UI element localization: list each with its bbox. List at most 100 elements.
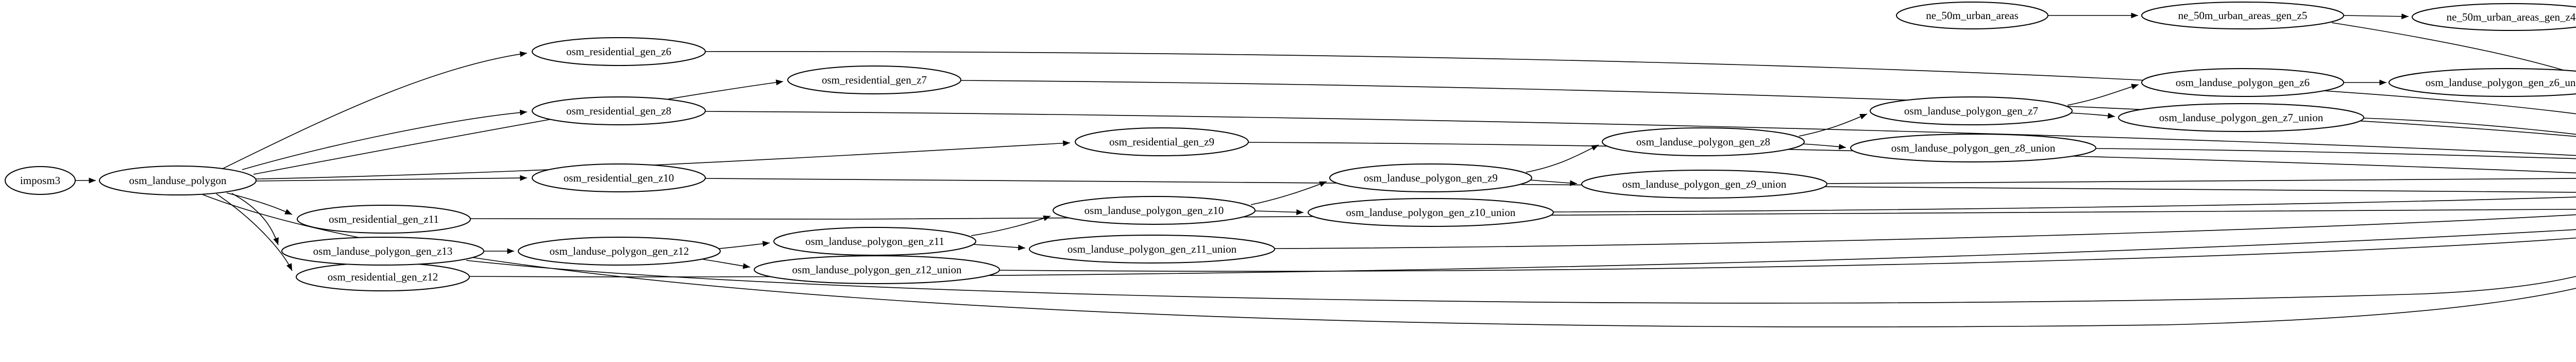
node-label: osm_landuse_polygon_gen_z9_union bbox=[1622, 178, 1787, 190]
node-ellipse bbox=[297, 205, 471, 234]
node-ellipse bbox=[2118, 103, 2364, 132]
node-ellipse bbox=[5, 166, 76, 195]
edge-olp-to-res-z8 bbox=[242, 109, 528, 170]
edge-gen-z11-to-gen-z10 bbox=[971, 216, 1051, 236]
node-label: ne_50m_urban_areas_gen_z5 bbox=[2178, 9, 2308, 22]
node-label: osm_residential_gen_z10 bbox=[564, 172, 674, 184]
node-ellipse bbox=[787, 65, 961, 94]
edge-olp-to-res-z12 bbox=[216, 193, 293, 271]
node-ellipse bbox=[2141, 2, 2344, 29]
edge-gen-z9-to-union-z9 bbox=[1529, 179, 1578, 186]
edge-res-z9-to-layer-z9 bbox=[1248, 142, 2576, 174]
edge-olp-to-res-z10 bbox=[256, 175, 528, 182]
edge-olp-to-res-z7 bbox=[253, 79, 784, 175]
node-label: ne_50m_urban_areas_gen_z4 bbox=[2447, 11, 2576, 23]
node-label: osm_residential_gen_z7 bbox=[822, 74, 927, 86]
node-osm-landuse-polygon-gen-z12: osm_landuse_polygon_gen_z12 bbox=[518, 237, 721, 266]
node-osm-landuse-polygon-gen-z6: osm_landuse_polygon_gen_z6 bbox=[2141, 68, 2344, 97]
node-label: osm_landuse_polygon_gen_z7 bbox=[1904, 105, 2038, 117]
edge-gen-z8-to-union-z8 bbox=[1802, 143, 1846, 150]
node-ellipse bbox=[1075, 127, 1249, 156]
node-label: osm_residential_gen_z8 bbox=[566, 105, 671, 117]
node-ellipse bbox=[1029, 235, 1275, 264]
node-imposm3: imposm3 bbox=[5, 166, 76, 195]
edge-ne50m-gen-z5-to-layer-z5 bbox=[2331, 22, 2576, 75]
node-osm-landuse-polygon-gen-z6-union: osm_landuse_polygon_gen_z6_union bbox=[2388, 68, 2576, 97]
edge-gen-z7-to-gen-z6 bbox=[2067, 84, 2139, 106]
edge-res-z6-to-layer-z6 bbox=[705, 51, 2576, 114]
edge-res-z8-to-layer-z8 bbox=[705, 111, 2576, 156]
edge-union-z9-to-layer-z9 bbox=[1826, 178, 2576, 184]
node-osm-landuse-polygon-gen-z7-union: osm_landuse_polygon_gen_z7_union bbox=[2118, 103, 2364, 132]
node-label: osm_landuse_polygon_gen_z8 bbox=[1636, 136, 1770, 148]
edge-union-z8-to-layer-z8 bbox=[2095, 148, 2576, 159]
node-ellipse bbox=[1870, 96, 2073, 125]
node-ne-50m-urban-areas: ne_50m_urban_areas bbox=[1896, 2, 2048, 29]
node-label: osm_landuse_polygon_gen_z12_union bbox=[792, 264, 962, 276]
node-ellipse bbox=[2141, 68, 2344, 97]
node-label: osm_landuse_polygon bbox=[129, 174, 227, 187]
node-ellipse bbox=[1329, 163, 1532, 192]
node-label: osm_landuse_polygon_gen_z11_union bbox=[1067, 243, 1237, 255]
node-label: osm_residential_gen_z9 bbox=[1109, 136, 1214, 148]
edge-ne50m-gen-z5-to-gen-z4 bbox=[2343, 13, 2409, 20]
node-ellipse bbox=[518, 237, 721, 266]
edge-gen-z8-to-gen-z7 bbox=[1799, 113, 1868, 137]
edge-union-z11-to-layer-z11 bbox=[1274, 214, 2576, 249]
edges bbox=[75, 12, 2576, 327]
edge-gen-z7-to-union-z7 bbox=[2070, 112, 2115, 119]
node-ellipse bbox=[532, 96, 706, 125]
edge-olp-to-res-z9 bbox=[256, 140, 1071, 179]
node-osm-landuse-polygon: osm_landuse_polygon bbox=[99, 166, 257, 195]
edge-olp-to-res-z11 bbox=[226, 192, 293, 215]
node-label: osm_residential_gen_z12 bbox=[328, 271, 438, 283]
edge-union-z10-to-layer-z10 bbox=[1553, 196, 2576, 212]
node-label: osm_landuse_polygon_gen_z10 bbox=[1084, 204, 1224, 217]
node-osm-landuse-polygon-gen-z9-union: osm_landuse_polygon_gen_z9_union bbox=[1581, 170, 1827, 199]
edge-gen-z11-to-union-z11 bbox=[973, 244, 1026, 251]
edge-gen-z13-to-layer-z13 bbox=[466, 260, 2576, 304]
edge-gen-z9-to-gen-z8 bbox=[1526, 144, 1599, 173]
node-osm-residential-gen-z12: osm_residential_gen_z12 bbox=[296, 262, 470, 291]
node-osm-residential-gen-z9: osm_residential_gen_z9 bbox=[1075, 127, 1249, 156]
node-osm-landuse-polygon-gen-z11-union: osm_landuse_polygon_gen_z11_union bbox=[1029, 235, 1275, 264]
node-osm-landuse-polygon-gen-z8-union: osm_landuse_polygon_gen_z8_union bbox=[1850, 134, 2096, 162]
node-label: osm_landuse_polygon_gen_z10_union bbox=[1346, 206, 1516, 219]
edge-union-z12-to-layer-z12 bbox=[999, 237, 2576, 272]
node-ellipse bbox=[1053, 196, 1256, 225]
node-ellipse bbox=[2412, 3, 2576, 31]
node-osm-residential-gen-z7: osm_residential_gen_z7 bbox=[787, 65, 961, 94]
node-osm-landuse-polygon-gen-z9: osm_landuse_polygon_gen_z9 bbox=[1329, 163, 1532, 192]
node-ellipse bbox=[1308, 198, 1554, 227]
node-ellipse bbox=[2388, 68, 2576, 97]
edge-olp-to-res-z6 bbox=[218, 51, 528, 171]
node-ellipse bbox=[1896, 2, 2048, 29]
node-osm-residential-gen-z6: osm_residential_gen_z6 bbox=[532, 37, 706, 66]
node-ellipse bbox=[754, 255, 1000, 284]
node-ellipse bbox=[1581, 170, 1827, 199]
node-osm-landuse-polygon-gen-z8: osm_landuse_polygon_gen_z8 bbox=[1602, 127, 1805, 156]
node-osm-landuse-polygon-gen-z12-union: osm_landuse_polygon_gen_z12_union bbox=[754, 255, 1000, 284]
edge-gen-z12-to-union-z12 bbox=[703, 259, 751, 269]
node-ne-50m-urban-areas-gen-z5: ne_50m_urban_areas_gen_z5 bbox=[2141, 2, 2344, 29]
node-label: osm_landuse_polygon_gen_z11 bbox=[805, 235, 944, 248]
node-label: osm_landuse_polygon_gen_z12 bbox=[550, 245, 689, 257]
node-osm-landuse-polygon-gen-z13: osm_landuse_polygon_gen_z13 bbox=[281, 237, 484, 266]
node-label: osm_residential_gen_z11 bbox=[329, 213, 439, 225]
node-label: osm_landuse_polygon_gen_z7_union bbox=[2159, 111, 2324, 124]
node-osm-residential-gen-z8: osm_residential_gen_z8 bbox=[532, 96, 706, 125]
node-label: osm_landuse_polygon_gen_z9 bbox=[1364, 172, 1498, 184]
node-ne-50m-urban-areas-gen-z4: ne_50m_urban_areas_gen_z4 bbox=[2412, 3, 2576, 31]
node-ellipse bbox=[281, 237, 484, 266]
node-label: osm_landuse_polygon_gen_z13 bbox=[313, 245, 453, 257]
node-ellipse bbox=[1850, 134, 2096, 162]
edge-gen-z10-to-gen-z9 bbox=[1250, 181, 1327, 205]
node-label: osm_landuse_polygon_gen_z6 bbox=[2176, 76, 2310, 89]
node-osm-landuse-polygon-gen-z7: osm_landuse_polygon_gen_z7 bbox=[1870, 96, 2073, 125]
node-label: osm_landuse_polygon_gen_z6_union bbox=[2426, 76, 2576, 89]
node-label: imposm3 bbox=[20, 174, 60, 187]
node-osm-landuse-polygon-gen-z10: osm_landuse_polygon_gen_z10 bbox=[1053, 196, 1256, 225]
node-label: osm_residential_gen_z6 bbox=[566, 45, 671, 58]
